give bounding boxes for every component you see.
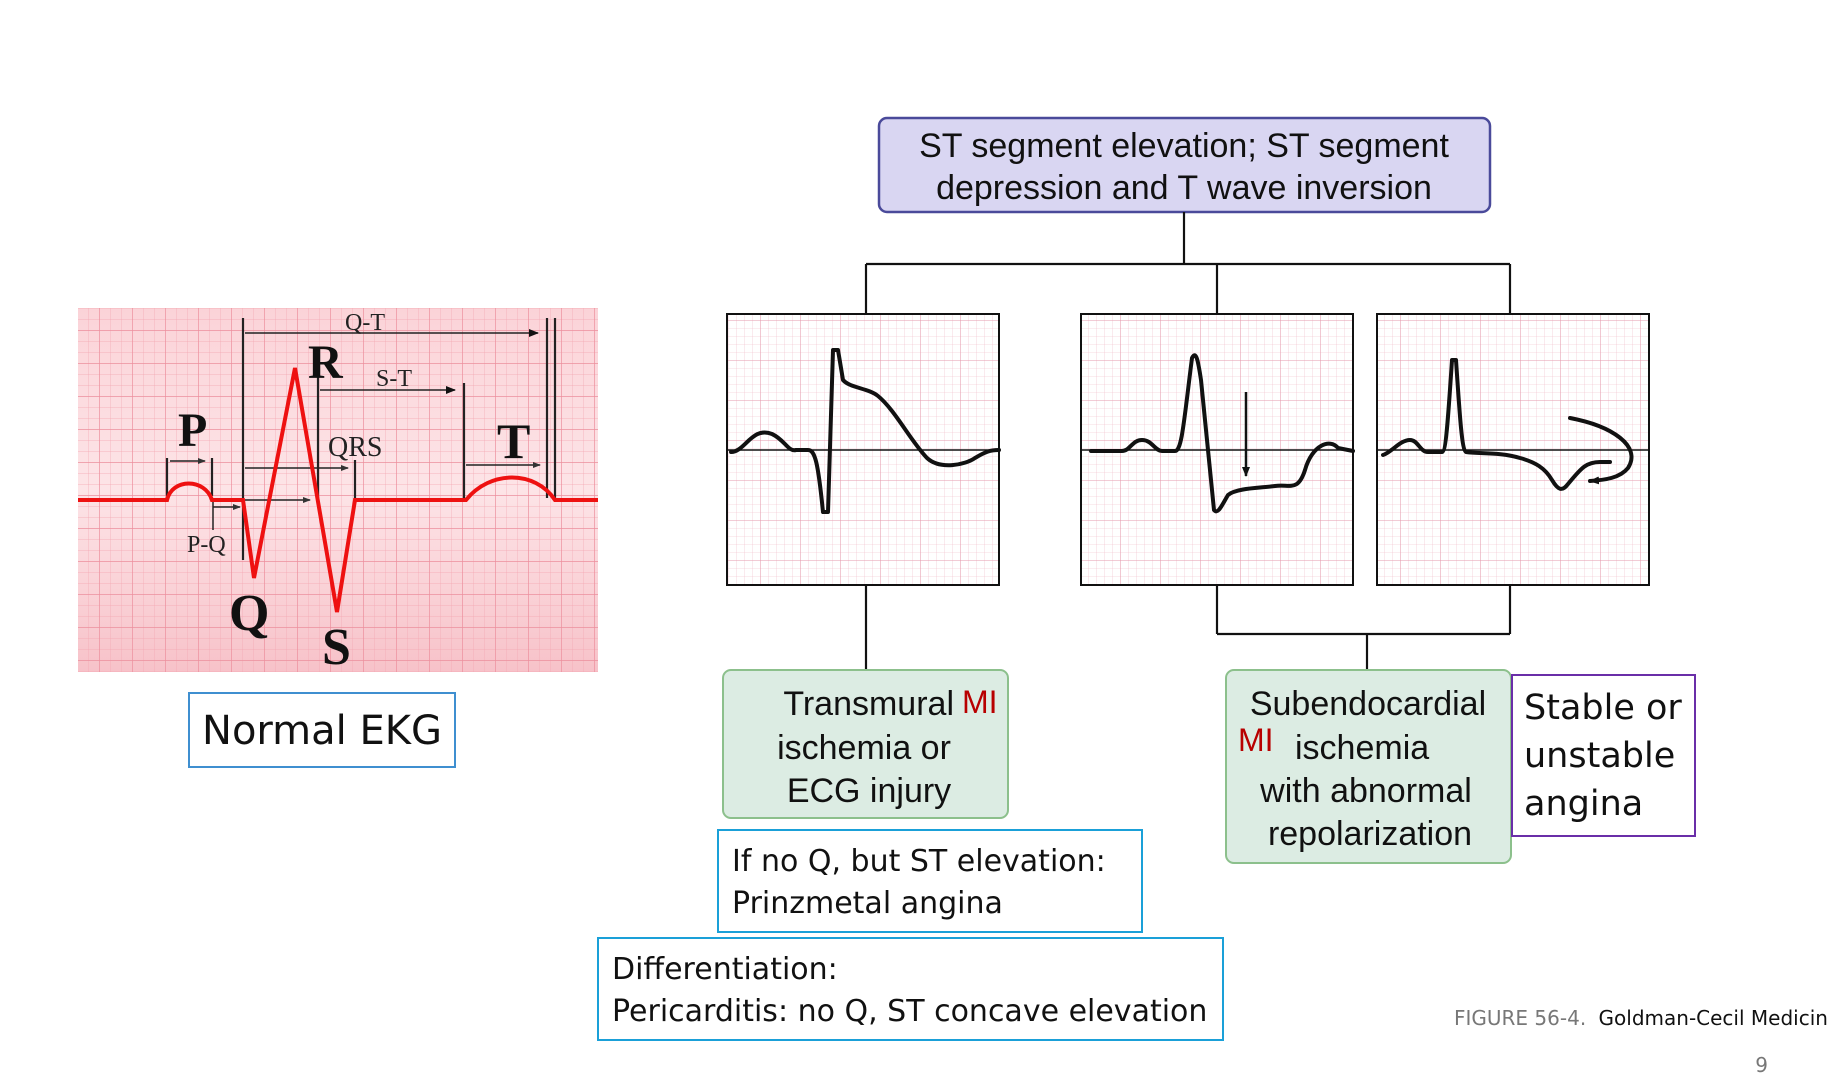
subendocardial-line3: with abnormal [1259, 772, 1472, 810]
top-box: ST segment elevation; ST segment depress… [877, 116, 1492, 214]
subendocardial-box: Subendocardial MI ischemia with abnormal… [1225, 669, 1512, 864]
differentiation-box: Differentiation: Pericarditis: no Q, ST … [597, 937, 1224, 1041]
prinzmetal-line1: If no Q, but ST elevation: [732, 844, 1106, 879]
angina-line1: Stable or [1524, 688, 1682, 728]
angina-line3: angina [1524, 784, 1643, 824]
label-s: S [322, 619, 351, 676]
label-t: T [497, 413, 530, 469]
subendocardial-mi-highlight: MI [1238, 722, 1274, 758]
source-book: Goldman-Cecil Medicine [1599, 1006, 1828, 1030]
transmural-mi-highlight: MI [962, 684, 998, 720]
top-box-line1: ST segment elevation; ST segment [919, 127, 1449, 165]
normal-ekg-trace [78, 367, 598, 613]
source-figure: FIGURE 56-4. [1454, 1006, 1586, 1030]
transmural-line3: ECG injury [787, 772, 951, 810]
subendocardial-line1: Subendocardial [1250, 685, 1486, 723]
connector-lines [864, 212, 1512, 670]
normal-ekg-caption: Normal EKG [188, 692, 456, 768]
label-st: S-T [376, 366, 412, 392]
label-p: P [178, 404, 207, 457]
label-qt: Q-T [345, 310, 385, 336]
angina-box: Stable or unstable angina [1511, 674, 1696, 837]
normal-ekg-caption-text: Normal EKG [202, 708, 442, 754]
ecg-strip-subendocardial [1080, 313, 1355, 586]
subendocardial-line2: ischemia [1295, 729, 1429, 767]
svg-text:FIGURE 56-4. Goldman-Cec: FIGURE 56-4. Goldman-Cecil Medicine [1454, 1006, 1828, 1030]
page-number: 9 [1755, 1053, 1768, 1077]
label-r: R [308, 336, 344, 389]
label-qrs: QRS [328, 432, 382, 463]
prinzmetal-box: If no Q, but ST elevation: Prinzmetal an… [717, 829, 1143, 933]
transmural-line2: ischemia or [777, 729, 951, 767]
transmural-box: Transmural MI ischemia or ECG injury [722, 669, 1009, 819]
label-pq: P-Q [187, 532, 226, 558]
ecg-strip-angina [1376, 313, 1650, 586]
ecg-strip-transmural [726, 313, 1001, 586]
subendocardial-line4: repolarization [1268, 815, 1472, 853]
angina-line2: unstable [1524, 736, 1675, 776]
top-box-line2: depression and T wave inversion [936, 169, 1432, 207]
differentiation-line2: Pericarditis: no Q, ST concave elevation [612, 994, 1207, 1029]
source-citation: FIGURE 56-4. Goldman-Cecil Medicine [1454, 1006, 1828, 1030]
normal-ekg-panel: P R Q S T Q-T S-T QRS P-Q [78, 308, 598, 676]
prinzmetal-line2: Prinzmetal angina [732, 886, 1003, 921]
differentiation-line1: Differentiation: [612, 952, 838, 987]
label-q: Q [229, 585, 269, 642]
transmural-line1: Transmural [783, 685, 954, 723]
